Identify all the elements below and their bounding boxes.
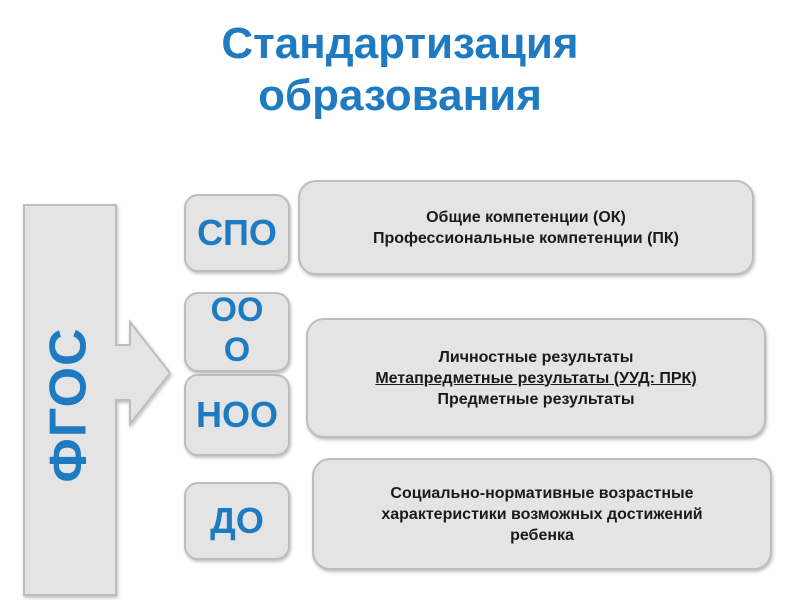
desc-spo-line-2: Профессиональные компетенции (ПК) bbox=[373, 229, 679, 247]
level-noo-label: НОО bbox=[195, 394, 278, 435]
title-line-1: Стандартизация bbox=[221, 19, 579, 68]
desc-school-line-3: Предметные результаты bbox=[437, 390, 635, 408]
level-ooo-label: ООО bbox=[210, 291, 264, 369]
level-spo-label: СПО bbox=[197, 212, 277, 253]
desc-do-line-2: характеристики возможных достижений bbox=[381, 505, 703, 523]
slide-title: Стандартизация образования bbox=[0, 18, 800, 122]
desc-do-line-1: Социально-нормативные возрастные bbox=[390, 484, 694, 502]
level-do-label: ДО bbox=[210, 500, 264, 541]
fgos-label: ФГОС bbox=[24, 205, 114, 600]
level-ooo-box: ООО bbox=[184, 291, 290, 372]
level-spo-box: СПО bbox=[184, 194, 290, 272]
desc-do-box: Социально-нормативные возрастные характе… bbox=[312, 458, 772, 570]
level-noo-box: НОО bbox=[184, 374, 290, 456]
title-line-2: образования bbox=[258, 71, 542, 120]
desc-school-line-1: Личностные результаты bbox=[438, 348, 634, 366]
desc-school-box: Личностные результаты Метапредметные рез… bbox=[306, 318, 766, 438]
fgos-text: ФГОС bbox=[40, 327, 98, 483]
desc-spo-box: Общие компетенции (ОК) Профессиональные … bbox=[298, 180, 754, 275]
desc-school-line-2: Метапредметные результаты (УУД: ПРК) bbox=[375, 369, 697, 387]
level-do-box: ДО bbox=[184, 482, 290, 560]
desc-do-line-3: ребенка bbox=[510, 526, 574, 544]
desc-spo-line-1: Общие компетенции (ОК) bbox=[426, 208, 626, 226]
